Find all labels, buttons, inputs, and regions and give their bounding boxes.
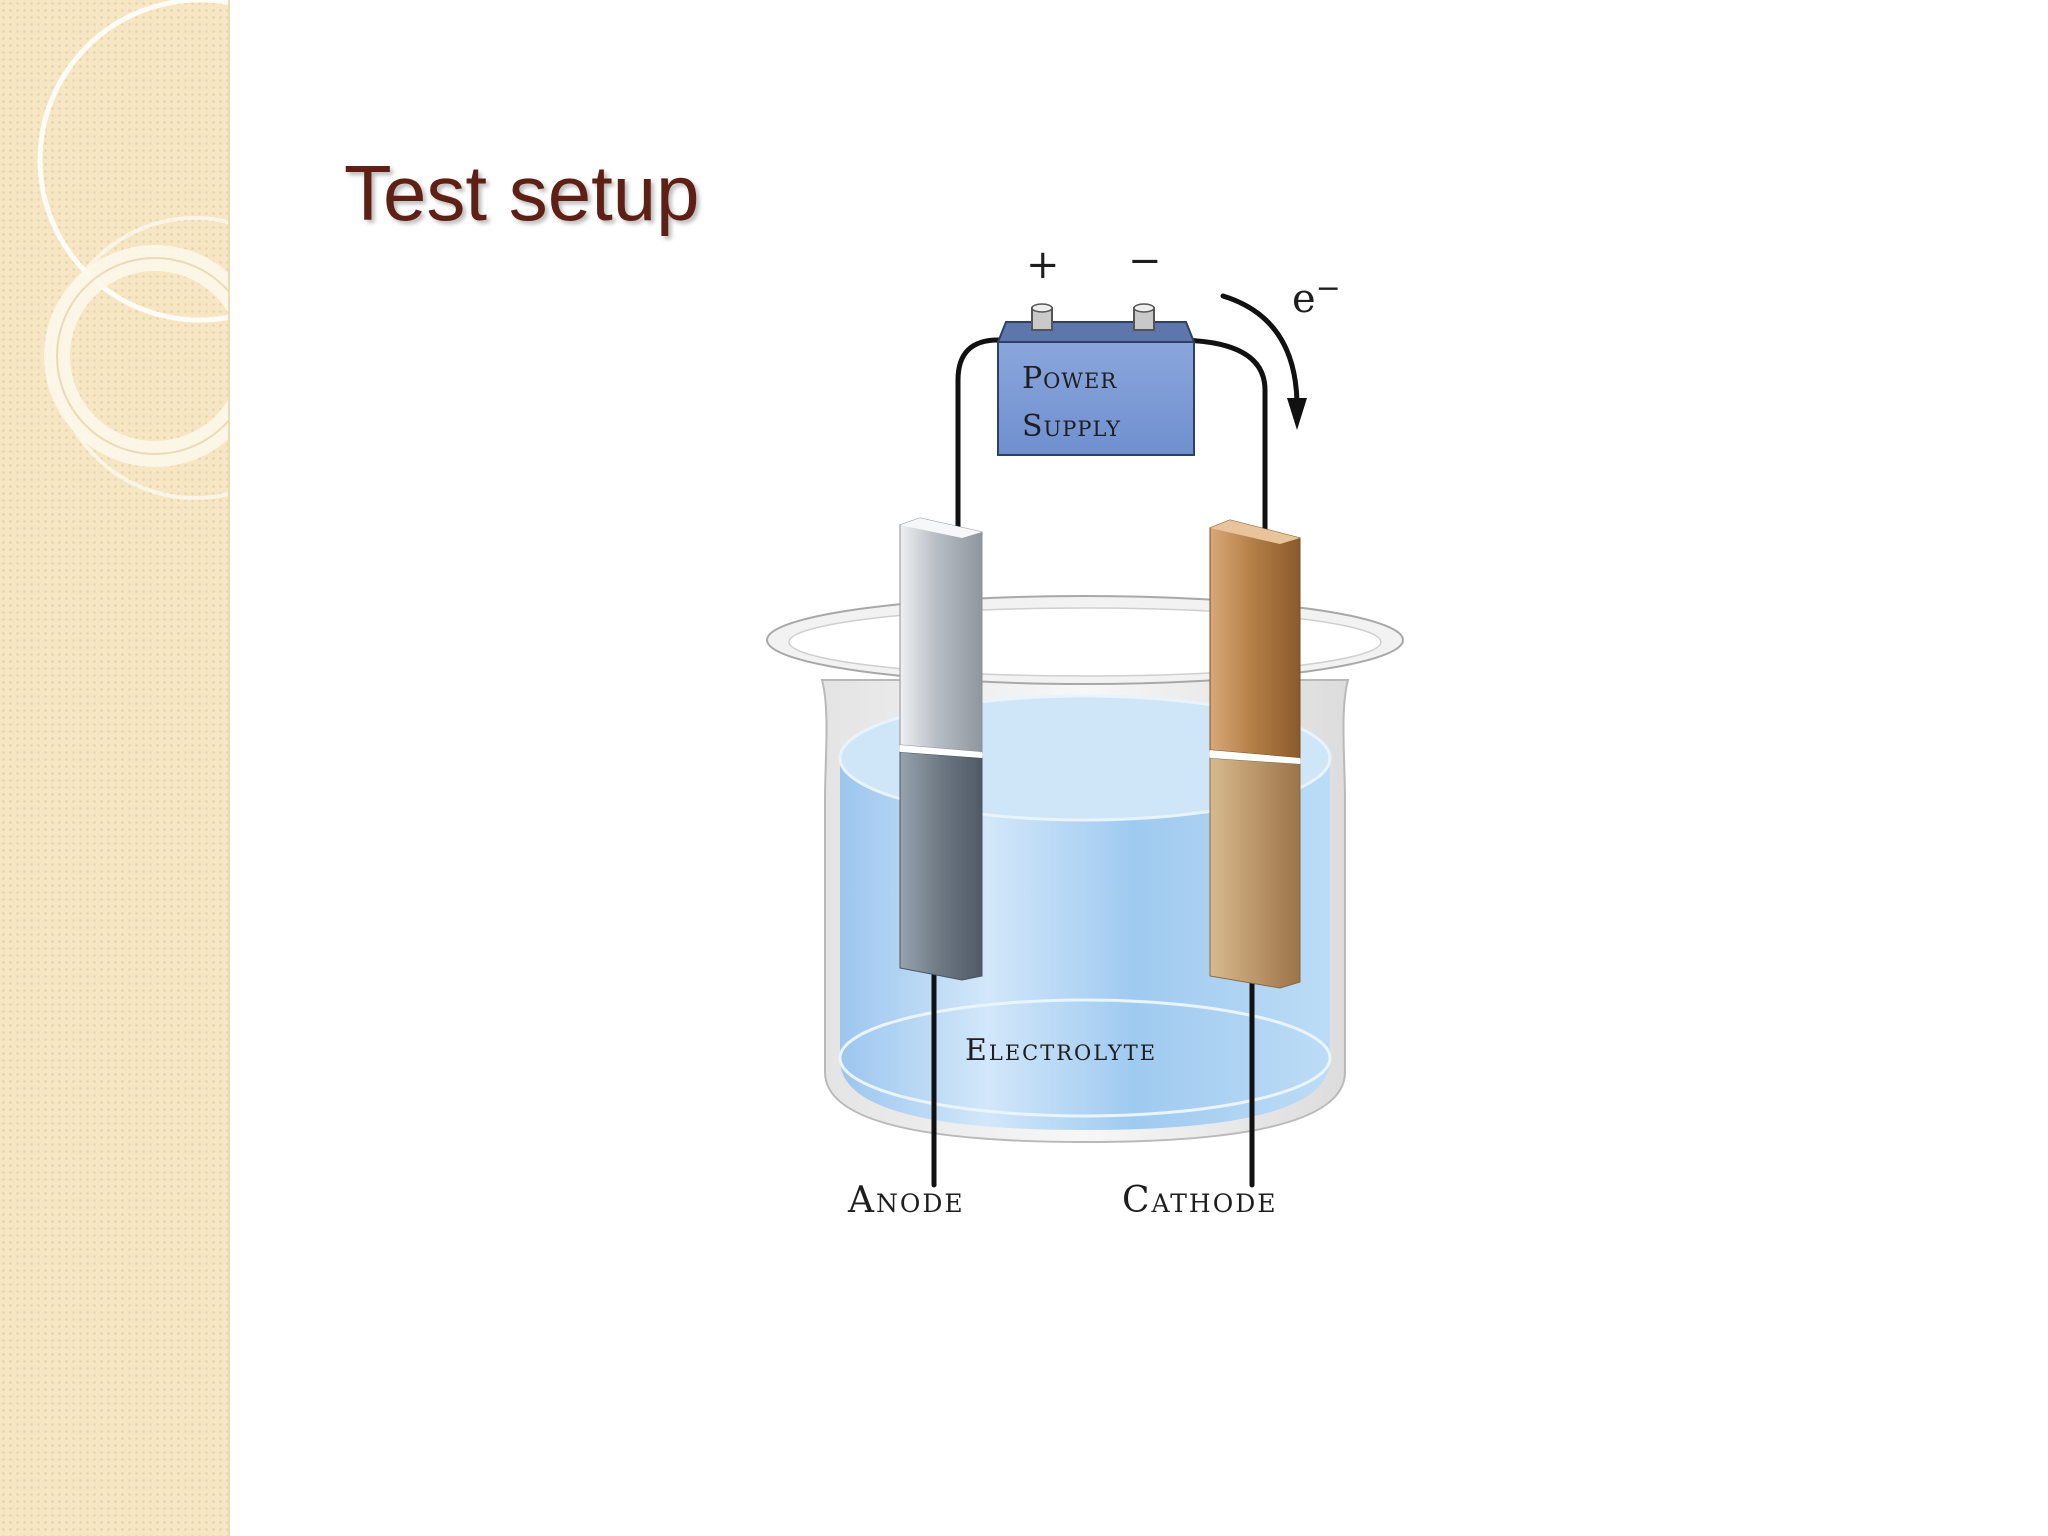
electrolysis-diagram: Power Supply + − e− Electrolyte Anode Ca… (766, 240, 1404, 1221)
anode-label: Anode (847, 1180, 965, 1221)
anode-electrode (899, 517, 983, 981)
decorative-rings (37, 0, 228, 500)
cathode-electrode (1209, 519, 1301, 989)
negative-terminal (1133, 303, 1155, 331)
plus-sign: + (1026, 242, 1060, 288)
slide-title: Test setup (344, 149, 700, 237)
power-supply-label-line2: Supply (1022, 409, 1121, 444)
minus-sign: − (1128, 240, 1162, 284)
power-supply-label-line1: Power (1022, 361, 1117, 396)
electrolyte-label: Electrolyte (965, 1033, 1157, 1068)
decorative-side-panel (0, 0, 230, 1536)
wires (931, 337, 1268, 1188)
electron-flow-arrow-icon (1220, 293, 1307, 430)
positive-terminal (1031, 303, 1053, 331)
electron-label: e− (1292, 271, 1341, 322)
power-supply: Power Supply (996, 303, 1196, 456)
cathode-label: Cathode (1122, 1180, 1278, 1221)
